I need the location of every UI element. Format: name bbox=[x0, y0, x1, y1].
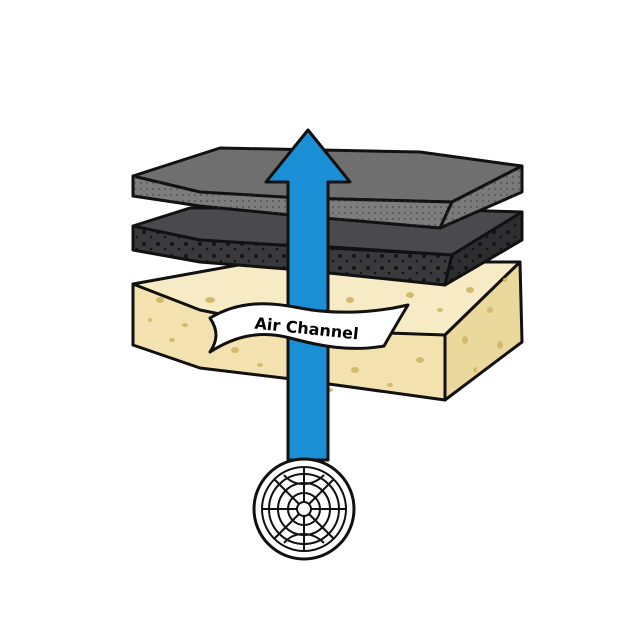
arrow-up-icon bbox=[264, 128, 352, 462]
foam-texture bbox=[148, 278, 507, 392]
fan-icon bbox=[252, 457, 356, 561]
